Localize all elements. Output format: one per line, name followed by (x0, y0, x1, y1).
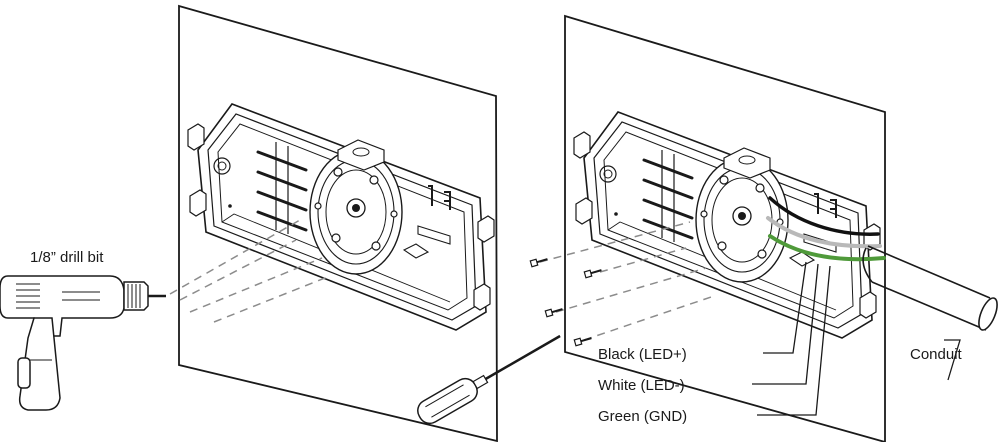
screw-icon (529, 258, 602, 347)
black-wire-label: Black (LED+) (598, 346, 687, 363)
drill-bit-label: 1/8” drill bit (30, 249, 104, 266)
green-wire-label: Green (GND) (598, 408, 687, 425)
leader-lines (752, 261, 961, 416)
screwdriver-icon (417, 334, 561, 425)
drill-guide-lines (169, 219, 331, 323)
conduit-label: Conduit (910, 346, 963, 363)
drill-icon (0, 275, 166, 411)
screw-guide-lines (539, 221, 715, 341)
wires (766, 196, 886, 262)
conduit-icon (862, 245, 998, 331)
white-wire-label: White (LED-) (598, 377, 685, 394)
